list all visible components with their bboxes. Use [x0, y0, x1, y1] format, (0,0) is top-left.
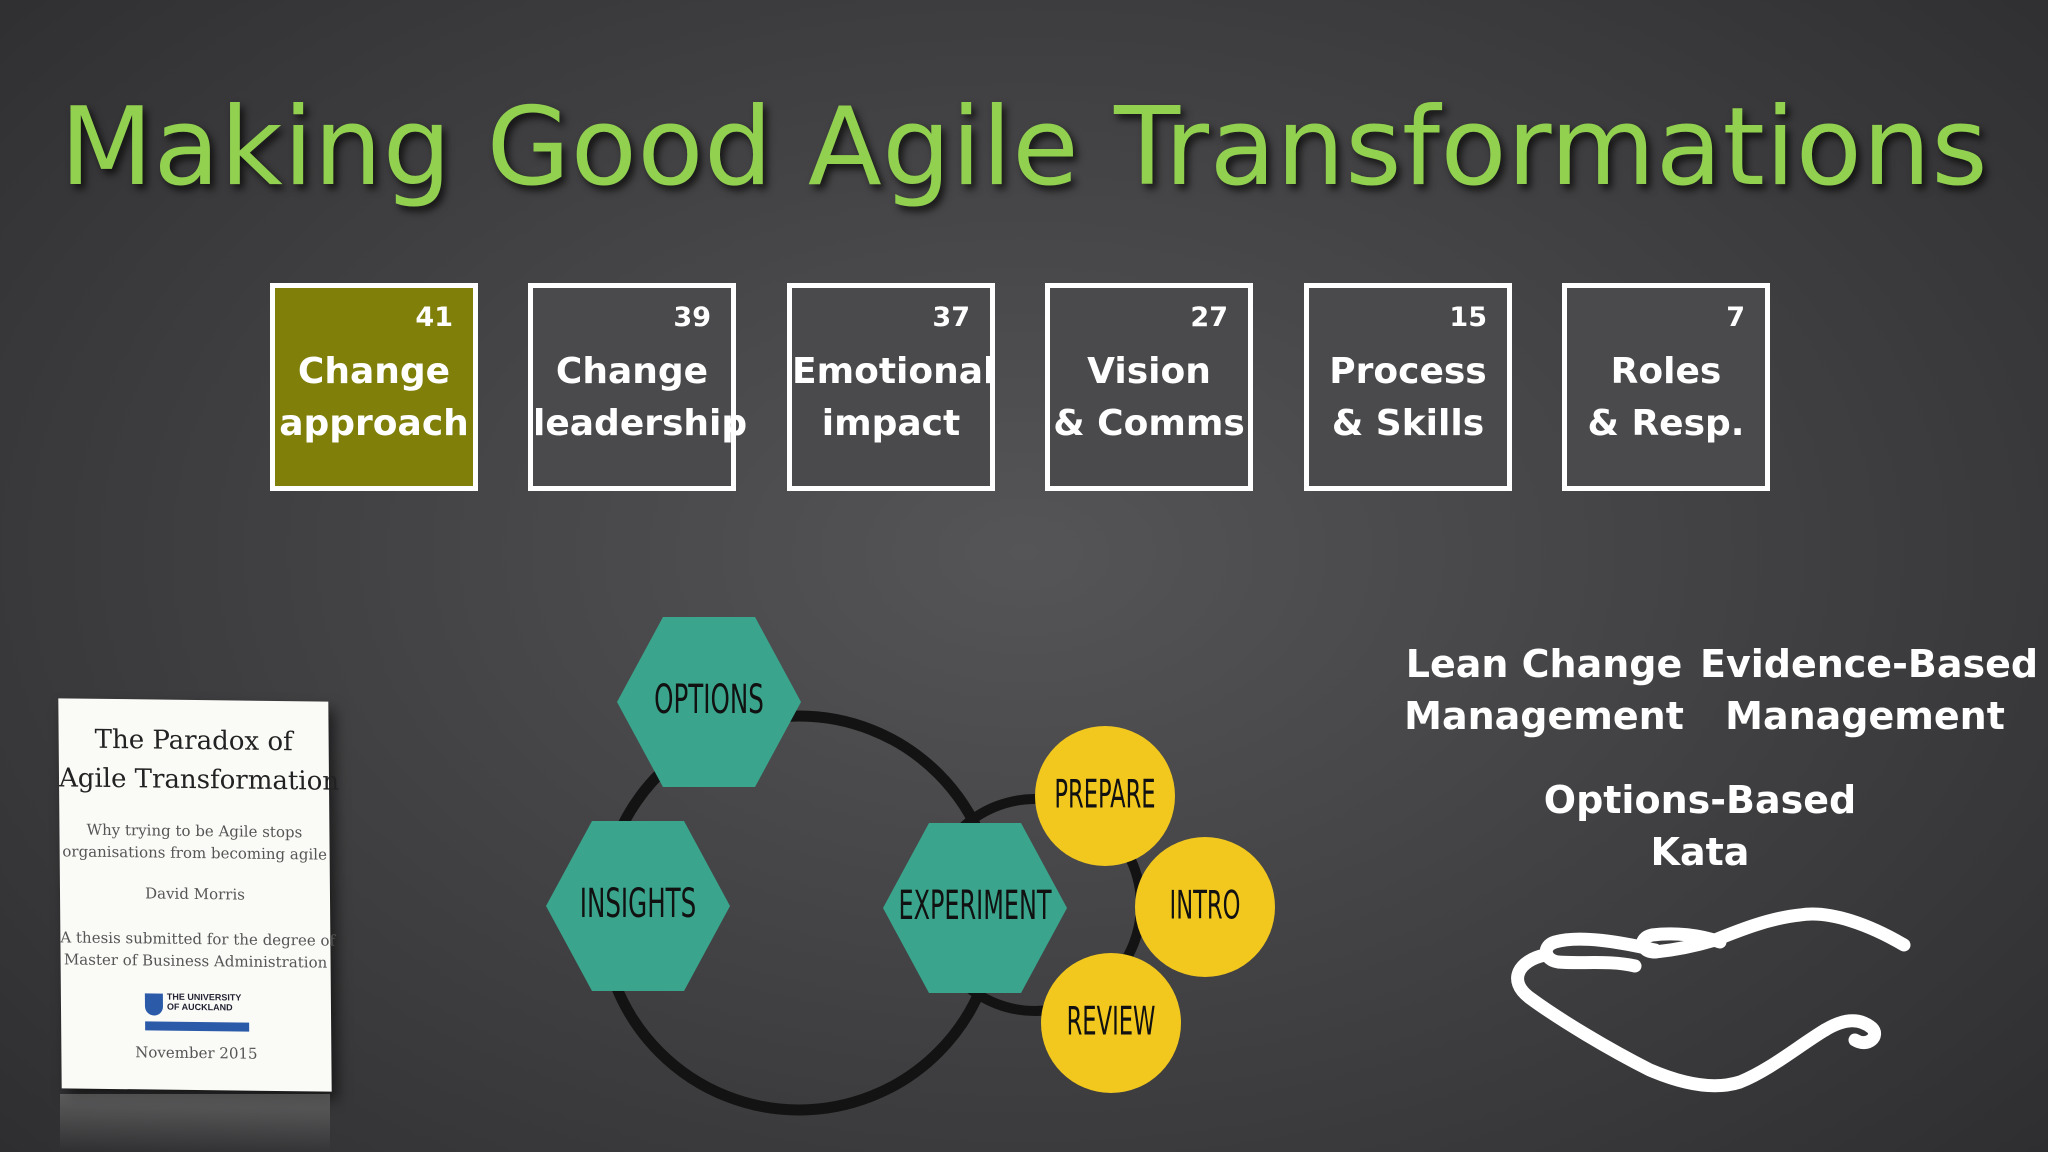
intro-label: INTRO: [1170, 881, 1241, 927]
prepare-label: PREPARE: [1054, 770, 1155, 816]
category-change-approach: 41 Change approach: [270, 283, 478, 491]
category-count: 41: [415, 302, 453, 333]
category-label: Process & Skills: [1329, 351, 1487, 444]
lean-change-management: Lean Change Management: [1404, 642, 1684, 738]
prepare-circle: PREPARE: [1035, 726, 1175, 866]
experiment-hexagon: EXPERIMENT: [883, 823, 1067, 993]
university-logo: THE UNIVERSITY OF AUCKLAND: [144, 991, 250, 1036]
category-roles-resp: 7 Roles & Resp.: [1562, 283, 1770, 491]
category-label: Change leadership: [533, 351, 748, 444]
university-name: THE UNIVERSITY OF AUCKLAND: [166, 991, 242, 1013]
category-count: 37: [932, 302, 970, 333]
open-hand-icon: [1511, 907, 1911, 1093]
review-label: REVIEW: [1067, 997, 1156, 1043]
thesis-title: The Paradox of Agile Transformation: [58, 724, 340, 797]
category-count: 15: [1449, 302, 1487, 333]
slide-title: Making Good Agile Transformations: [59, 85, 1989, 210]
category-count: 39: [673, 302, 711, 333]
category-label: Emotional impact: [792, 351, 996, 444]
university-bar: [145, 1021, 250, 1032]
category-change-leadership: 39 Change leadership: [528, 283, 748, 491]
category-count: 27: [1190, 302, 1228, 333]
thesis-subtitle: Why trying to be Agile stops organisatio…: [62, 820, 327, 864]
category-label: Change approach: [279, 351, 469, 444]
thesis-degree: A thesis submitted for the degree of Mas…: [60, 928, 336, 972]
category-vision-comms: 27 Vision & Comms: [1045, 283, 1253, 491]
category-emotional-impact: 37 Emotional impact: [787, 283, 995, 491]
thesis-author: David Morris: [144, 884, 245, 904]
change-cycle-diagram: OPTIONS INSIGHTS EXPERIMENT PREPARE INTR…: [546, 617, 1275, 1116]
options-hexagon: OPTIONS: [617, 617, 801, 787]
thesis-reflection: [60, 1094, 330, 1152]
insights-hexagon: INSIGHTS: [546, 821, 730, 991]
thesis-date: November 2015: [135, 1043, 258, 1063]
category-process-skills: 15 Process & Skills: [1304, 283, 1512, 491]
options-based-kata: Options-Based Kata: [1543, 778, 1857, 874]
insights-label: INSIGHTS: [580, 881, 696, 928]
intro-circle: INTRO: [1135, 837, 1275, 977]
review-circle: REVIEW: [1041, 953, 1181, 1093]
experiment-label: EXPERIMENT: [899, 883, 1052, 930]
category-label: Roles & Resp.: [1587, 351, 1745, 444]
category-count: 7: [1726, 302, 1745, 333]
university-crest-icon: [144, 993, 164, 1016]
evidence-based-management: Evidence-Based Management: [1700, 642, 2039, 738]
options-label: OPTIONS: [654, 677, 764, 724]
category-label: Vision & Comms: [1053, 351, 1245, 444]
thesis-cover: The Paradox of Agile Transformation Why …: [58, 698, 340, 1092]
